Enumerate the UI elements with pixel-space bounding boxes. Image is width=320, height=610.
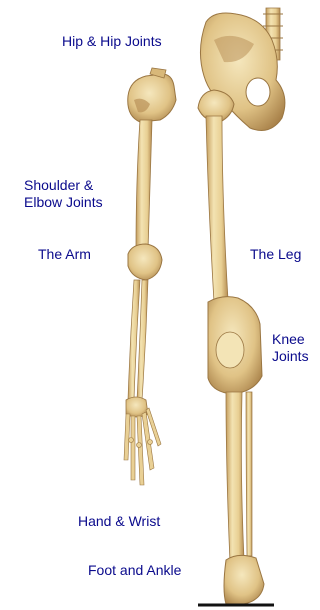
arm-skeleton-icon [124, 68, 176, 485]
femur-bone [206, 116, 228, 302]
label-hand-wrist: Hand & Wrist [78, 513, 160, 530]
leg-skeleton-icon [198, 8, 285, 605]
ankle-joint [224, 555, 264, 604]
elbow-joint [128, 244, 162, 280]
fibula-bone [246, 392, 252, 556]
hand-bones [124, 408, 161, 485]
label-the-arm: The Arm [38, 246, 91, 263]
humerus-bone [136, 120, 152, 250]
label-shoulder-elbow-joints: Shoulder & Elbow Joints [24, 177, 103, 211]
tibia-bone [226, 392, 244, 562]
shoulder-joint [128, 74, 176, 122]
label-knee-joints: Knee Joints [272, 331, 309, 365]
label-the-leg: The Leg [250, 246, 301, 263]
label-foot-ankle: Foot and Ankle [88, 562, 181, 579]
label-hip-joints: Hip & Hip Joints [62, 33, 162, 50]
